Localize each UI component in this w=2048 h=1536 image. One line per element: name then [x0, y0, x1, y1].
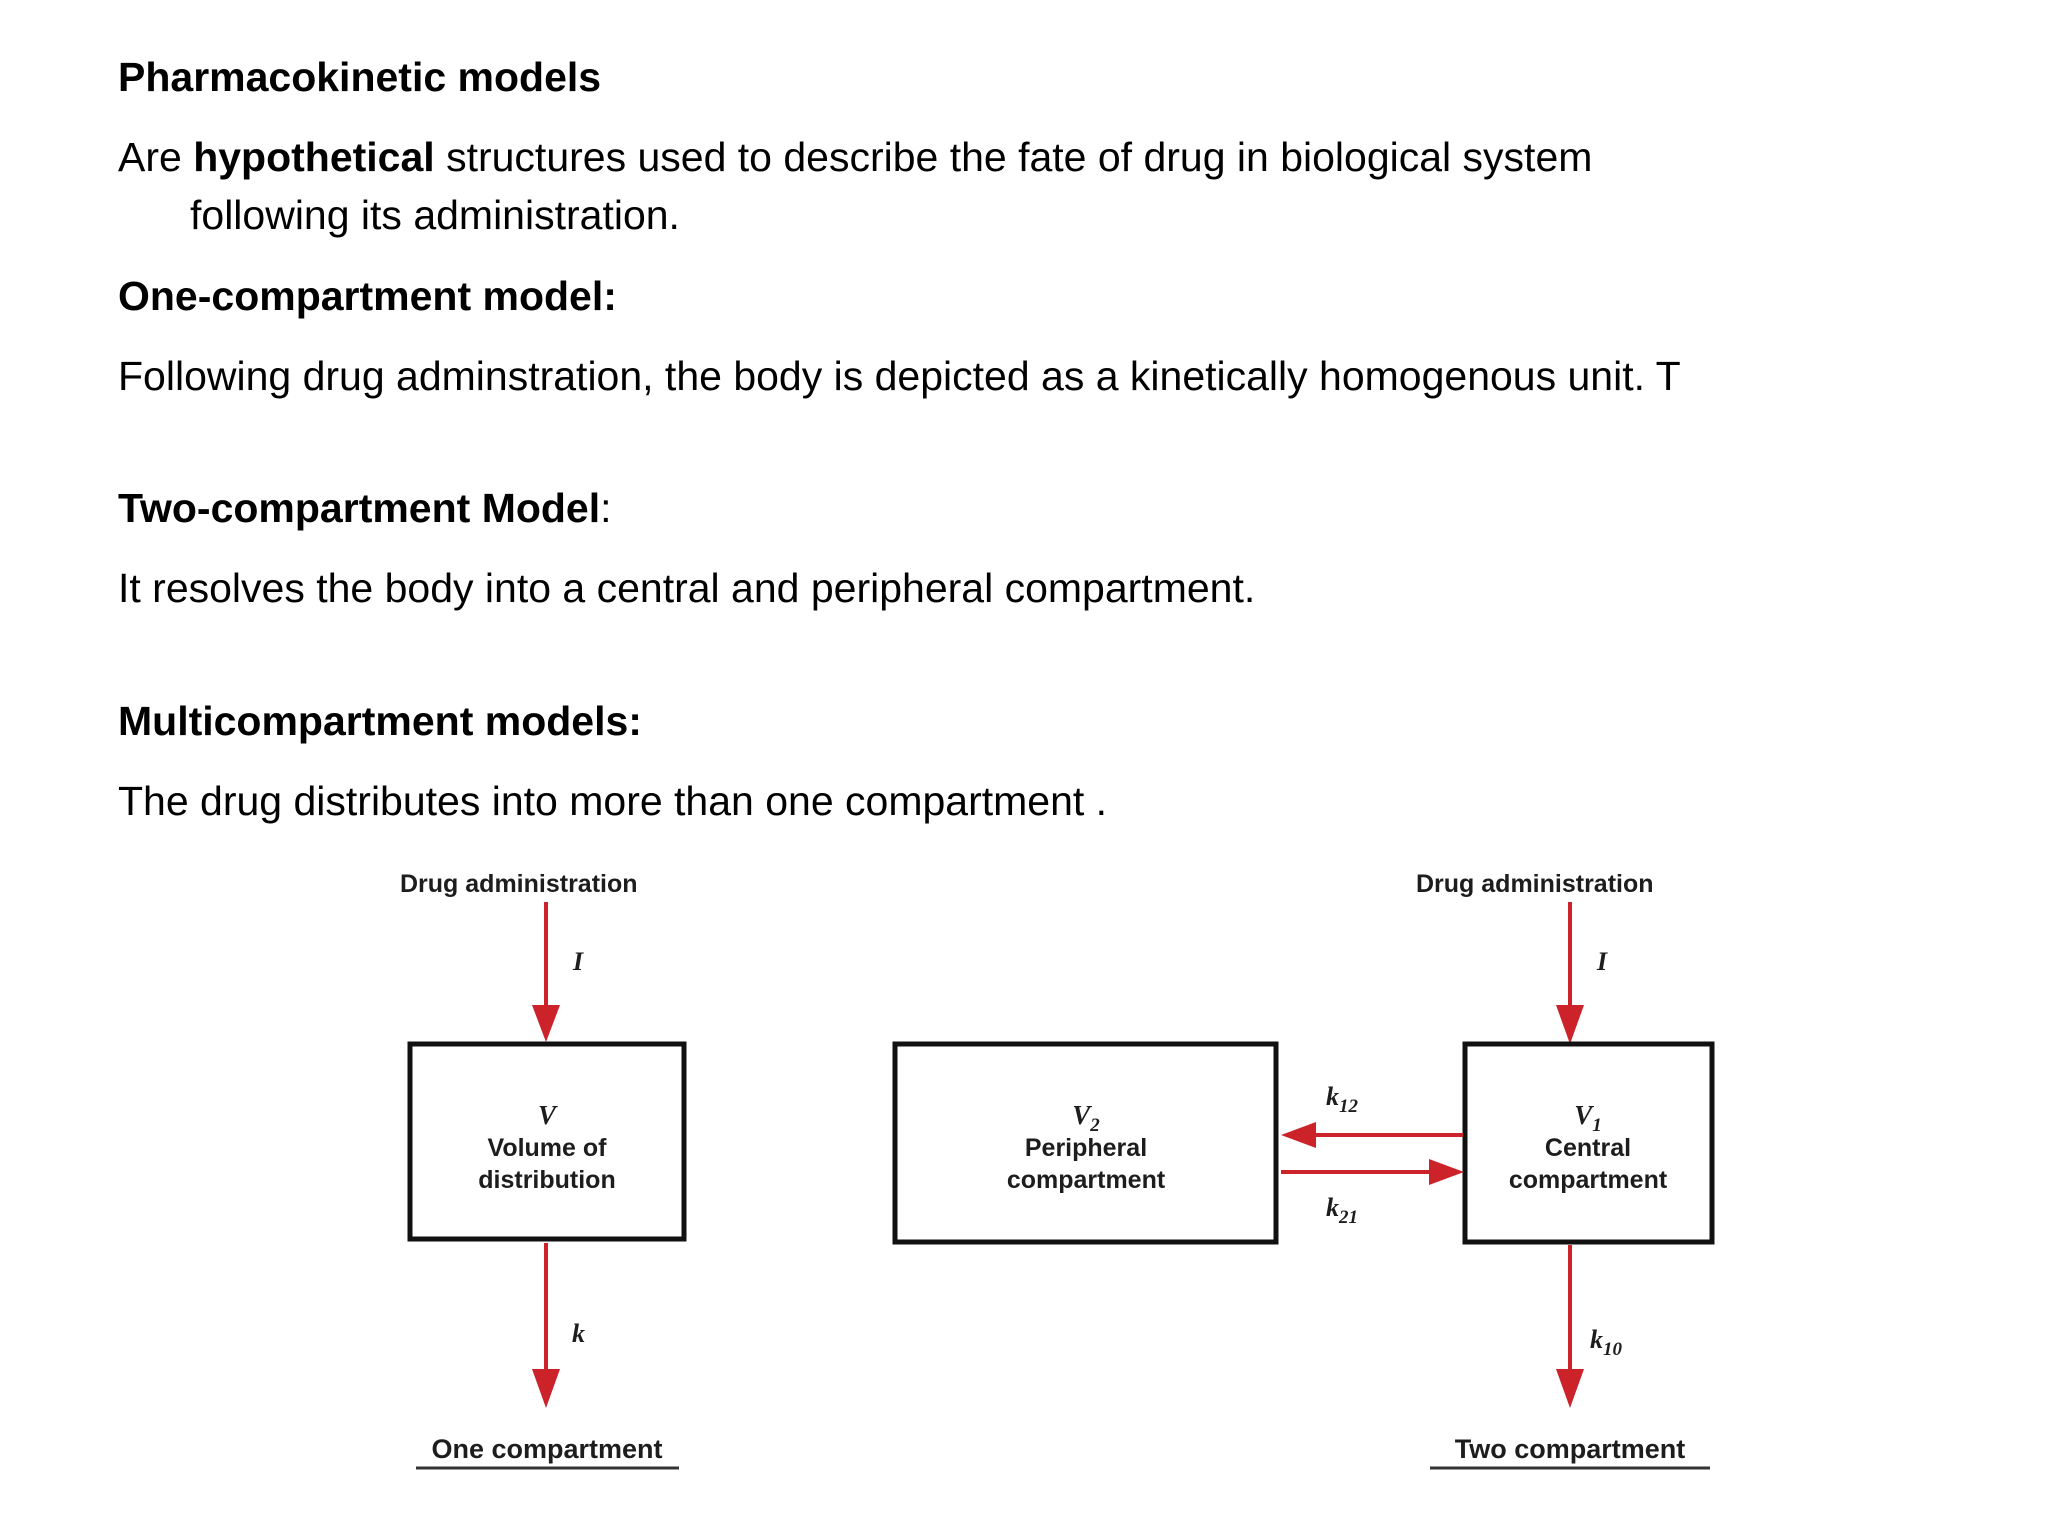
two-compartment-caption: Two compartment [1455, 1434, 1686, 1464]
central-variable-subscript: 1 [1592, 1115, 1602, 1136]
one-compartment-drug-administration-label: Drug administration [400, 870, 638, 898]
one-compartment-elimination-arrow [532, 1243, 560, 1408]
heading-two-compartment: Two-compartment Model: [118, 479, 2018, 537]
one-compartment-box-line-2: distribution [478, 1166, 615, 1194]
page-title: Pharmacokinetic models [118, 54, 602, 100]
spacer [118, 106, 2018, 128]
heading-multicompartment: Multicompartment models: [118, 697, 642, 744]
central-compartment-line-2: compartment [1509, 1166, 1668, 1194]
two-compartment-input-symbol: I [1596, 947, 1608, 976]
spacer [118, 325, 2018, 347]
spacer [118, 618, 2018, 692]
central-variable-letter: V [1574, 1100, 1594, 1130]
intro-rest: structures used to describe the fate of … [434, 134, 1593, 181]
one-compartment-variable: V [538, 1100, 558, 1130]
transfer-label-k12: k12 [1326, 1082, 1359, 1117]
k21-subscript: 21 [1338, 1207, 1358, 1228]
one-compartment-box [407, 1041, 687, 1242]
spacer [118, 750, 2018, 772]
k21-letter: k [1326, 1193, 1339, 1222]
spacer [118, 405, 2018, 479]
peripheral-compartment-box [892, 1041, 1279, 1245]
peripheral-compartment-line-2: compartment [1007, 1166, 1166, 1194]
spacer [118, 537, 2018, 559]
intro-bold-word: hypothetical [193, 134, 435, 181]
one-compartment-caption: One compartment [431, 1434, 662, 1464]
heading-two-compartment-bold: Two-compartment Model [118, 485, 601, 532]
peripheral-compartment-variable: V2 [1072, 1100, 1100, 1136]
heading-two-compartment-colon: : [600, 485, 612, 532]
peripheral-variable-subscript: 2 [1089, 1115, 1100, 1136]
compartment-models-diagram: Drug administration I V Volume of distri… [0, 862, 2048, 1536]
intro-paragraph-line-2: following its administration. [190, 192, 680, 239]
one-compartment-input-symbol: I [572, 947, 584, 976]
transfer-arrow-k21 [1281, 1159, 1464, 1185]
two-compartment-elimination-label: k10 [1590, 1325, 1623, 1360]
intro-lead: Are [118, 134, 194, 181]
intro-paragraph-line-1: Are hypothetical structures used to desc… [118, 128, 2018, 186]
central-compartment-variable: V1 [1574, 1100, 1602, 1136]
peripheral-compartment-line-1: Peripheral [1025, 1134, 1147, 1162]
k12-subscript: 12 [1339, 1096, 1359, 1117]
k10-letter: k [1590, 1325, 1603, 1354]
two-compartment-elimination-arrow [1556, 1245, 1584, 1408]
transfer-arrow-k12 [1281, 1122, 1463, 1148]
k12-letter: k [1326, 1082, 1339, 1111]
two-compartment-input-arrow [1556, 902, 1584, 1044]
body-one-compartment: Following drug adminstration, the body i… [118, 352, 1681, 399]
heading-one-compartment: One-compartment model: [118, 272, 617, 319]
slide-text-block: Pharmacokinetic models Are hypothetical … [118, 48, 2018, 830]
central-compartment-line-1: Central [1545, 1134, 1631, 1162]
body-two-compartment: It resolves the body into a central and … [118, 565, 1256, 612]
one-compartment-elimination-symbol: k [572, 1319, 585, 1348]
central-compartment-box [1462, 1041, 1715, 1245]
body-multicompartment: The drug distributes into more than one … [118, 777, 1108, 824]
two-compartment-drug-administration-label: Drug administration [1416, 870, 1654, 898]
spacer [118, 245, 2018, 267]
transfer-label-k21: k21 [1326, 1193, 1358, 1228]
peripheral-variable-letter: V [1072, 1100, 1092, 1130]
one-compartment-box-line-1: Volume of [488, 1134, 608, 1162]
one-compartment-input-arrow [532, 902, 560, 1042]
k10-subscript: 10 [1603, 1339, 1623, 1360]
